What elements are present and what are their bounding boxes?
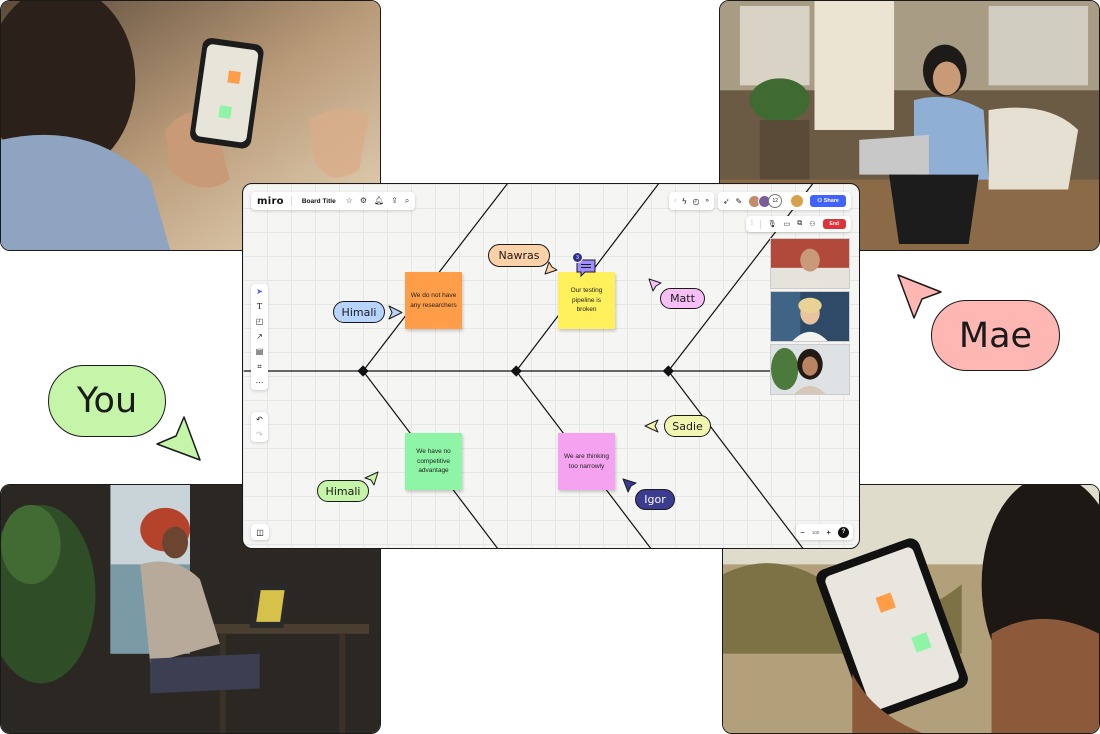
- cursor-icon[interactable]: ➶: [722, 196, 730, 206]
- sticky-note[interactable]: We have no competitive advantage: [405, 433, 462, 490]
- select-icon[interactable]: ➤: [256, 287, 263, 296]
- share-button[interactable]: ⚇ Share: [810, 195, 846, 207]
- collaboration-tools: ‹ ϟ ◴ »: [669, 192, 714, 210]
- undo-icon[interactable]: ↶: [256, 415, 263, 424]
- sticky-note[interactable]: We are thinking too narrowly: [558, 433, 615, 490]
- cursor-label-nawras: Nawras: [488, 244, 550, 267]
- board-top-toolbar: miro Board Title ☆ ⚙ 🔔︎ ⇪ ⌕: [251, 192, 416, 210]
- cursor-arrow-igor-icon: [622, 478, 637, 493]
- zoom-out-button[interactable]: −: [800, 527, 805, 537]
- screen-share-icon[interactable]: ⧉: [797, 220, 803, 227]
- board-title[interactable]: Board Title: [301, 197, 336, 205]
- my-avatar[interactable]: [790, 194, 805, 208]
- cursor-arrow-matt-icon: [648, 278, 662, 292]
- zoom-controls: − 100 + ?: [796, 524, 853, 540]
- cursor-arrow-sadie-icon: [644, 419, 659, 433]
- creation-toolbar: ➤ T ◰ ↗ ▤ ⌗ ⋯: [251, 284, 268, 390]
- bell-icon[interactable]: 🔔︎: [374, 196, 385, 205]
- video-tile[interactable]: [770, 238, 850, 289]
- redo-icon[interactable]: ↷: [256, 430, 263, 439]
- video-tile[interactable]: [770, 291, 850, 342]
- cursor-arrow-mae-icon: [897, 274, 942, 319]
- cursor-label-matt: Matt: [660, 288, 705, 309]
- help-button[interactable]: ?: [838, 526, 849, 538]
- upload-icon[interactable]: ⇪: [391, 196, 398, 205]
- video-call-controls: ⫶ 🎙︎ ▭ ⧉ ⚇ End: [746, 216, 851, 232]
- sidebar-icon: ◫: [256, 527, 264, 537]
- cursor-arrow-nawras-icon: [544, 261, 558, 275]
- sliders-icon[interactable]: ⫶: [751, 220, 753, 227]
- collaborator-avatars[interactable]: 12: [748, 194, 783, 208]
- line-icon[interactable]: ↗: [256, 332, 263, 341]
- video-participants: [770, 238, 850, 395]
- photo-person-with-laptop-window: [719, 0, 1100, 251]
- miro-logo: miro: [257, 195, 284, 207]
- panel-toggle-button[interactable]: ◫: [251, 524, 269, 540]
- search-icon[interactable]: ⌕: [404, 196, 410, 205]
- photo-person-at-desk: [0, 484, 381, 734]
- reaction-icon[interactable]: ✎: [735, 196, 743, 206]
- sticky-note[interactable]: We do not have any researchers: [405, 272, 462, 329]
- camera-icon[interactable]: ▭: [783, 221, 791, 228]
- undo-redo-toolbar: ↶ ↷: [251, 412, 268, 442]
- cursor-label-igor: Igor: [635, 489, 675, 510]
- text-icon[interactable]: T: [256, 302, 263, 311]
- cursor-label-you: You: [48, 365, 166, 437]
- cursor-arrow-himali-icon: [364, 471, 379, 486]
- cursor-arrow-you-icon: [156, 416, 201, 461]
- comment-count-badge: 3: [572, 252, 583, 263]
- video-tile[interactable]: [770, 344, 850, 395]
- chevron-down-icon[interactable]: »: [705, 198, 709, 204]
- lightning-icon[interactable]: ϟ: [682, 196, 687, 206]
- cursor-label-himali: Himali: [333, 301, 385, 323]
- person-icon: ⚇: [817, 198, 824, 204]
- frame-icon[interactable]: ⌗: [257, 362, 262, 371]
- person-icon[interactable]: ⚇: [809, 221, 816, 228]
- zoom-level[interactable]: 100: [811, 529, 820, 535]
- board-right-toolbar: ‹ ϟ ◴ » ➶ ✎ 12 ⚇ Share: [669, 192, 851, 210]
- more-icon[interactable]: ⋯: [255, 378, 264, 387]
- comment-icon: [576, 259, 596, 278]
- end-call-button[interactable]: End: [822, 219, 846, 229]
- avatar-count: 12: [768, 194, 783, 208]
- star-icon[interactable]: ☆: [345, 196, 353, 205]
- comment-marker[interactable]: 3: [572, 252, 597, 283]
- cursor-arrow-himali-icon: [388, 305, 403, 320]
- gear-icon[interactable]: ⚙: [359, 196, 368, 205]
- presence-tools: ➶ ✎ 12 ⚇ Share: [717, 192, 851, 210]
- mic-icon[interactable]: 🎙︎: [767, 221, 777, 228]
- cursor-label-mae: Mae: [931, 300, 1060, 371]
- cursor-label-sadie: Sadie: [664, 415, 711, 437]
- cursor-label-himali: Himali: [317, 480, 369, 502]
- chevron-left-icon[interactable]: ‹: [674, 198, 677, 204]
- miro-board-canvas[interactable]: miro Board Title ☆ ⚙ 🔔︎ ⇪ ⌕ ‹ ϟ ◴ » ➶ ✎ …: [242, 183, 860, 549]
- sticky-note[interactable]: Our testing pipeline is broken: [558, 272, 615, 329]
- comment-icon[interactable]: ▤: [255, 347, 264, 356]
- sticky-note-icon[interactable]: ◰: [255, 317, 264, 326]
- zoom-in-button[interactable]: +: [826, 527, 831, 537]
- timer-icon[interactable]: ◴: [692, 196, 700, 206]
